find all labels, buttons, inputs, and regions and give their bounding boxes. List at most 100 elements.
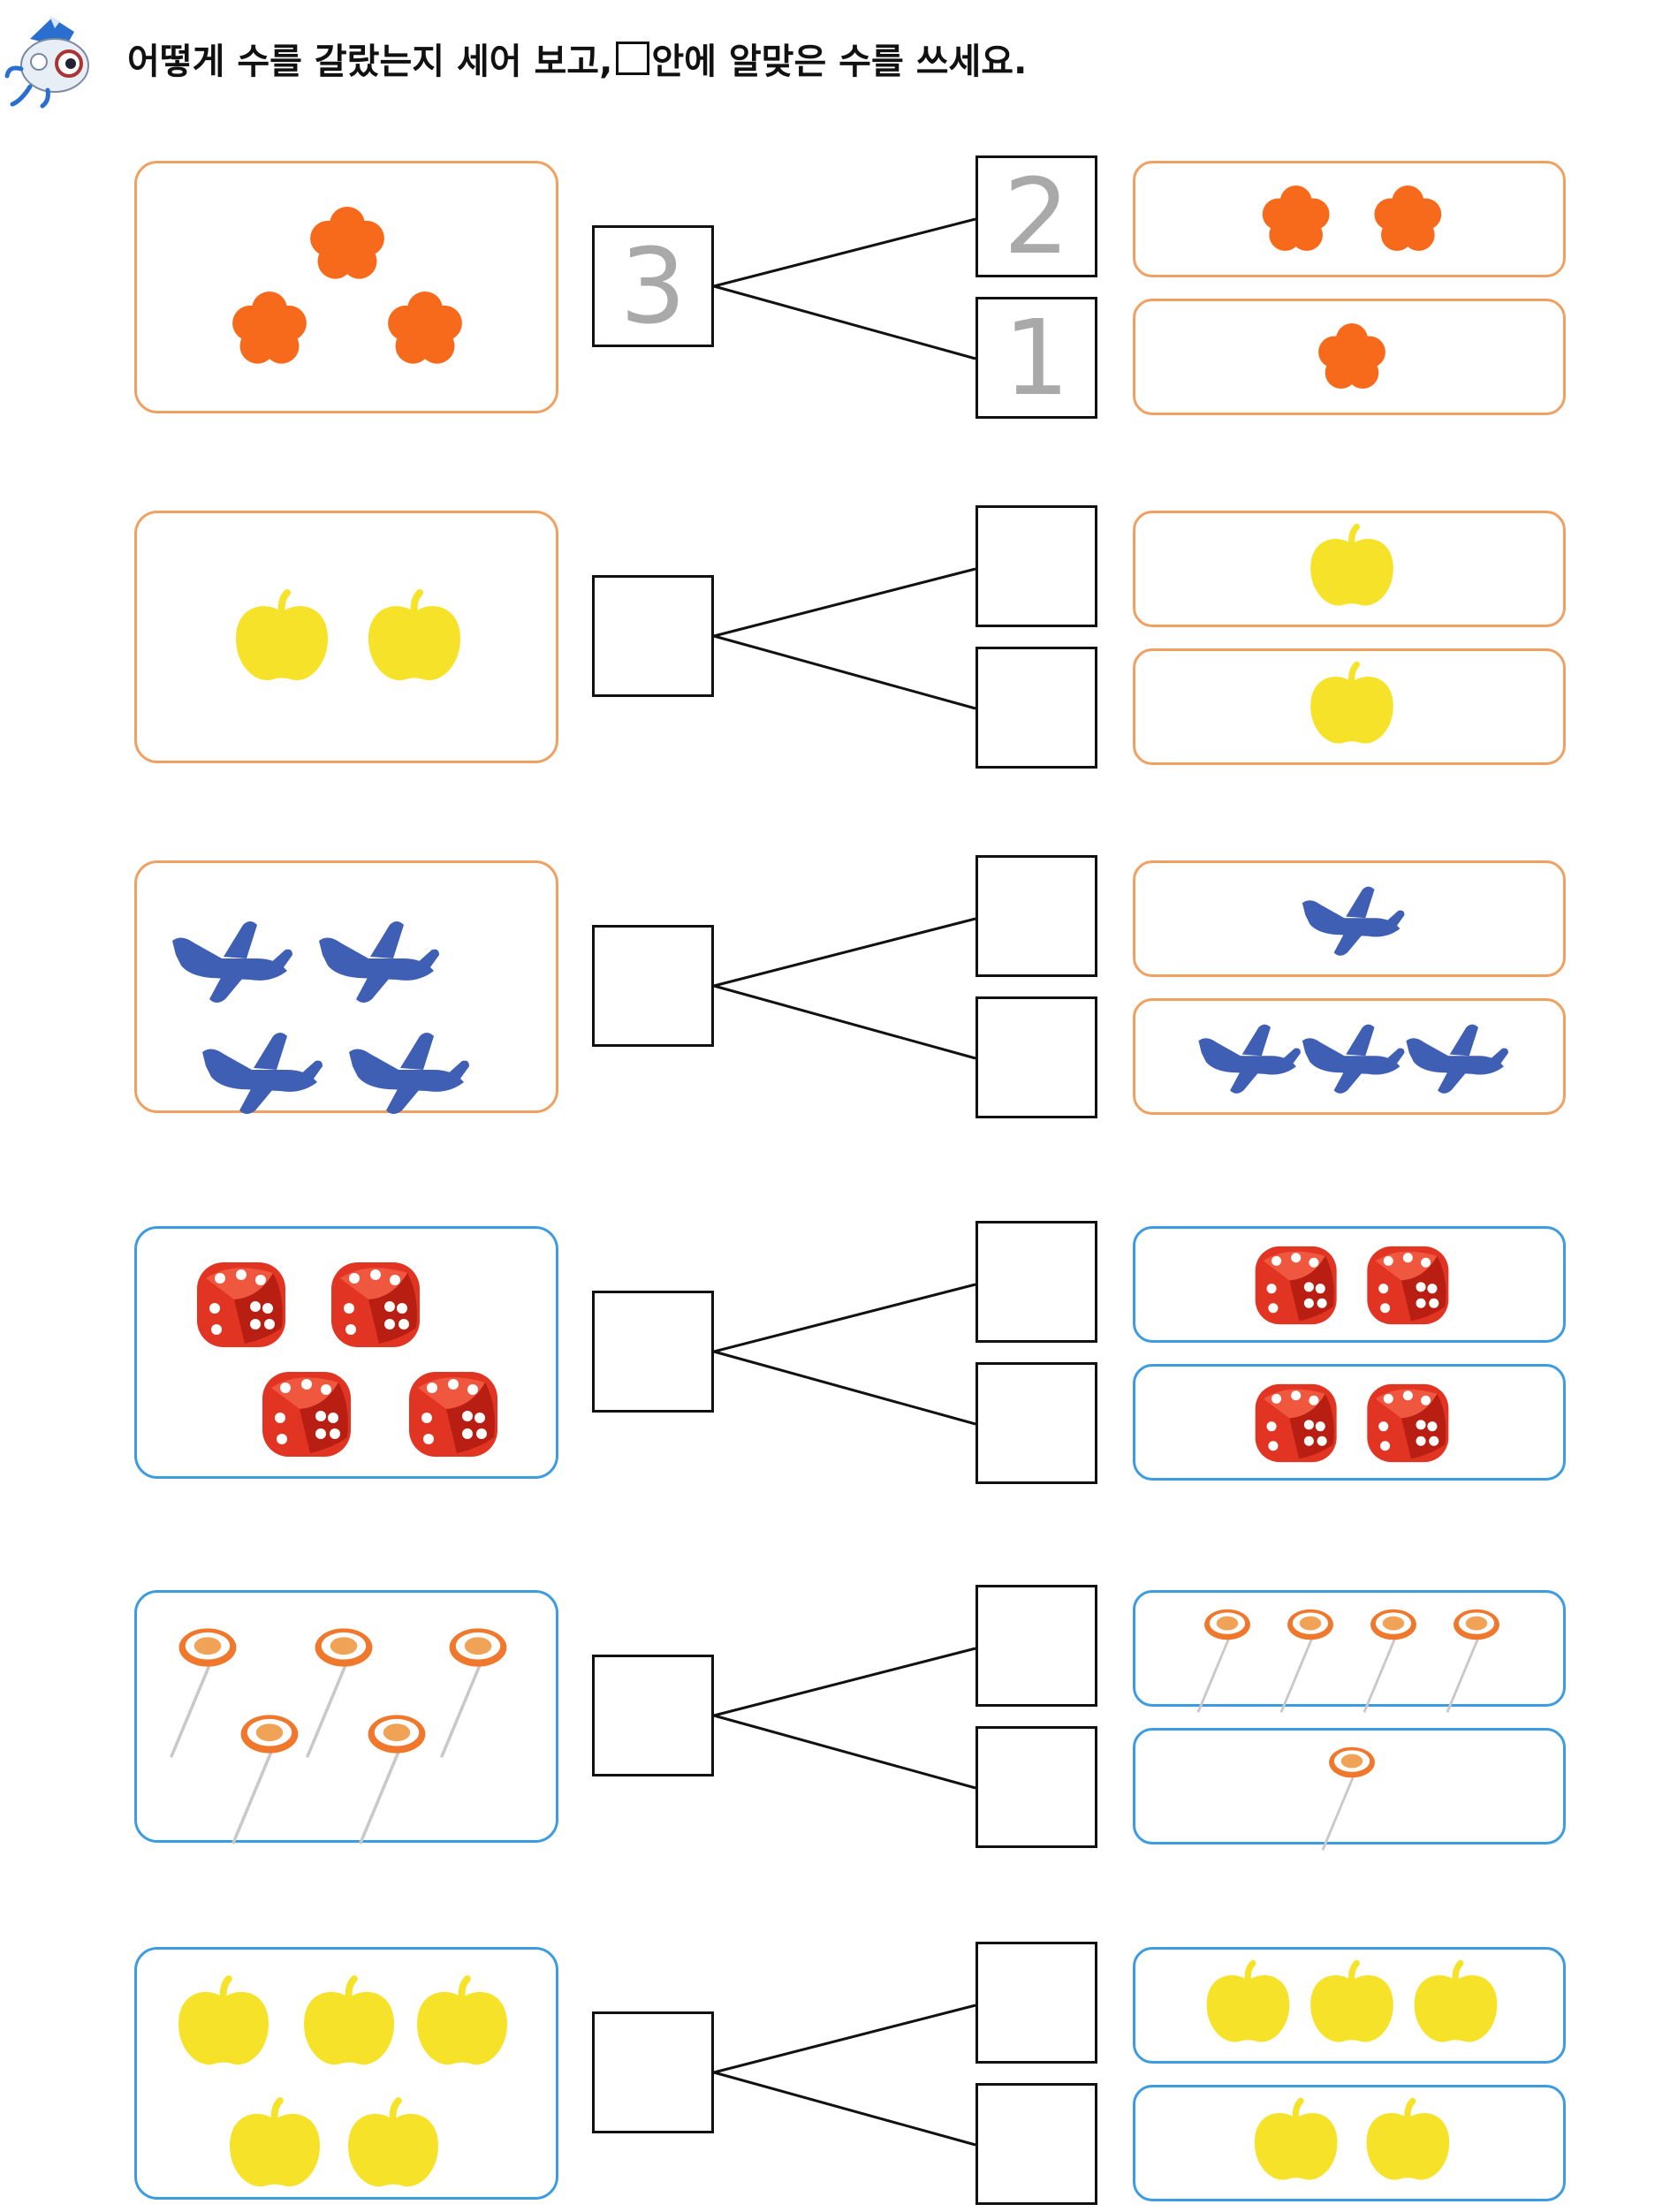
instruction: 어떻게 수를 갈랐는지 세어 보고, 안에 알맞은 수를 쓰세요. [127, 32, 1027, 85]
bottom-part-answer-box[interactable] [975, 996, 1097, 1118]
dice-icon [197, 1262, 285, 1347]
bottom-part-answer-box[interactable] [975, 647, 1097, 769]
top-part-box [1133, 1590, 1566, 1713]
instruction-text-start: 어떻게 수를 갈랐는지 세어 보고, [127, 42, 613, 82]
apple-icon [1366, 2097, 1450, 2180]
whole-group-art [169, 1628, 507, 1845]
problem-row [0, 855, 1670, 1125]
total-answer-box[interactable] [592, 925, 714, 1047]
apple-icon [178, 1975, 269, 2065]
instruction-text-end: 안에 알맞은 수를 쓰세요. [651, 42, 1028, 82]
apple-icon [1310, 1959, 1393, 2042]
apple-icon [1414, 1959, 1498, 2042]
bottom-part-answer-box[interactable] [975, 2083, 1097, 2205]
top-part-box-art [1262, 186, 1442, 251]
top-part-box-art [1310, 523, 1393, 606]
dice-icon [1367, 1246, 1449, 1325]
bottom-part-box [1133, 648, 1566, 765]
top-part-box [1133, 860, 1566, 977]
whole-group-art [197, 1262, 497, 1457]
airplane-icon [172, 921, 292, 1003]
top-part-answer-box[interactable] [975, 855, 1097, 977]
lollipop-icon [1321, 1746, 1375, 1851]
flower-icon [310, 206, 384, 279]
top-part-box-art [1255, 1246, 1449, 1325]
split-lines [713, 217, 976, 360]
airplane-icon [202, 1033, 323, 1114]
bottom-part-box [1133, 998, 1566, 1115]
apple-icon [348, 2097, 438, 2187]
flower-icon [1318, 323, 1385, 389]
apple-icon [304, 1975, 394, 2065]
lollipop-icon [1196, 1609, 1250, 1713]
flower-icon [1262, 186, 1330, 251]
problem-row [0, 505, 1670, 776]
lollipop-icon [1279, 1609, 1333, 1713]
bottom-part-box [1133, 299, 1566, 415]
top-part-answer-box[interactable] [975, 1221, 1097, 1343]
whole-group-art [236, 589, 460, 681]
dice-icon [331, 1262, 420, 1347]
whole-group-box [134, 161, 558, 413]
apple-icon [417, 1975, 507, 2065]
bottom-part-answer-box[interactable]: 1 [975, 297, 1097, 419]
airplane-icon [349, 1033, 469, 1114]
dice-icon [1367, 1383, 1449, 1463]
whole-group-art [172, 921, 469, 1114]
lollipop-icon [169, 1628, 237, 1758]
top-part-box [1133, 1947, 1566, 2064]
apple-icon [1310, 661, 1393, 744]
apple-icon [368, 589, 460, 681]
problem-row: 3 2 1 [0, 155, 1670, 426]
apple-icon [1254, 2097, 1338, 2180]
problem-row [0, 1585, 1670, 1855]
bottom-part-box [1133, 1364, 1566, 1481]
lollipop-icon [358, 1715, 426, 1845]
total-answer-box[interactable] [592, 2011, 714, 2133]
problem-row [0, 1942, 1670, 2212]
top-part-answer-box[interactable] [975, 505, 1097, 627]
whole-group-box [134, 1226, 558, 1479]
lollipop-icon [1363, 1609, 1416, 1713]
flower-icon [232, 291, 307, 364]
split-lines [713, 1647, 976, 1790]
flower-icon [1374, 186, 1442, 251]
bottom-part-answer-box[interactable] [975, 1362, 1097, 1484]
total-answer-box[interactable] [592, 1655, 714, 1776]
flower-icon [388, 291, 462, 364]
bottom-part-box-art [1318, 323, 1385, 389]
apple-icon [236, 589, 328, 681]
lollipop-icon [1446, 1609, 1499, 1713]
apple-icon [230, 2097, 320, 2187]
top-part-box-art [1302, 886, 1405, 956]
top-part-answer-box[interactable] [975, 1585, 1097, 1707]
top-part-box [1133, 511, 1566, 627]
bottom-part-answer-box[interactable] [975, 1726, 1097, 1848]
bottom-part-box [1133, 2085, 1566, 2201]
total-answer-box[interactable]: 3 [592, 225, 714, 347]
whole-group-box [134, 511, 558, 763]
bottom-part-box-art [1198, 1024, 1508, 1094]
bottom-part-box-art [1321, 1746, 1375, 1851]
dice-icon [1255, 1246, 1337, 1325]
total-answer-box[interactable] [592, 575, 714, 697]
split-lines [713, 2004, 976, 2147]
lollipop-icon [231, 1715, 299, 1845]
lollipop-icon [305, 1628, 373, 1758]
top-part-answer-box[interactable] [975, 1942, 1097, 2064]
airplane-icon [1406, 1024, 1508, 1094]
bottom-part-box-art [1255, 1383, 1449, 1463]
bottom-part-box [1133, 1728, 1566, 1851]
airplane-icon [1302, 886, 1405, 956]
bottom-part-box-art [1254, 2097, 1450, 2180]
robot-mascot-icon [4, 16, 89, 109]
dice-icon [262, 1372, 351, 1457]
bottom-part-box-art [1310, 661, 1393, 744]
lollipop-icon [439, 1628, 507, 1758]
split-lines [713, 567, 976, 710]
total-answer-box[interactable] [592, 1291, 714, 1413]
split-lines [713, 917, 976, 1060]
whole-group-box [134, 860, 558, 1114]
top-part-answer-box[interactable]: 2 [975, 155, 1097, 277]
